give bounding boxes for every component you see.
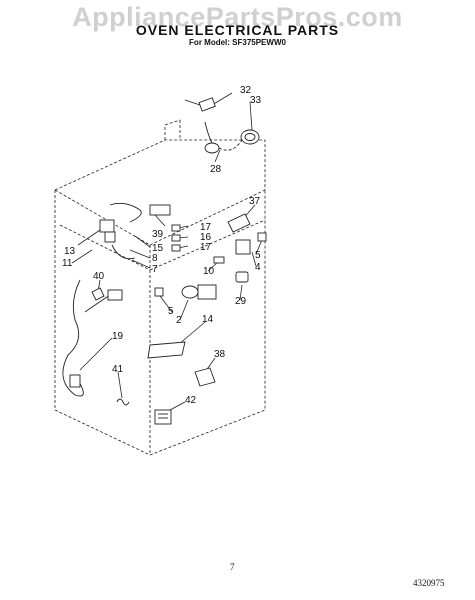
callout-10: 10 — [203, 266, 215, 277]
callout-17-upper: 17 — [200, 222, 212, 233]
callout-19: 19 — [112, 331, 124, 342]
harness-connector — [107, 289, 123, 301]
part-32-socket — [184, 97, 216, 112]
callout-37: 37 — [249, 196, 261, 207]
page-number: 7 — [230, 562, 235, 572]
part-37-bracket — [227, 213, 251, 233]
callout-8: 8 — [152, 253, 158, 264]
part-10-clip — [213, 256, 225, 264]
callout-32: 32 — [240, 85, 252, 96]
part-2-thermostat — [181, 284, 217, 300]
part-16-terminal — [171, 234, 181, 242]
part-42-relay — [154, 409, 172, 425]
callout-42: 42 — [185, 395, 197, 406]
part-41-clip — [116, 398, 130, 406]
part-17-terminal — [171, 224, 181, 232]
callout-15: 15 — [152, 243, 164, 254]
callout-14: 14 — [202, 314, 214, 325]
callout-16: 16 — [200, 232, 212, 243]
callout-41: 41 — [112, 364, 124, 375]
callout-40: 40 — [93, 271, 105, 282]
watermark: AppliancePartsPros.com — [72, 2, 403, 32]
parts — [62, 97, 267, 425]
part-4-switch — [235, 239, 251, 255]
callout-11: 11 — [62, 258, 73, 269]
model-subtitle: For Model: SF375PEWW0 — [189, 38, 286, 47]
part-28-bulb — [204, 121, 243, 154]
part-38-switch — [194, 367, 216, 387]
document-number: 4320975 — [413, 578, 445, 588]
callout-28: 28 — [210, 164, 222, 175]
callout-17-lower: 17 — [200, 242, 212, 253]
callout-2: 2 — [176, 315, 182, 326]
cabinet-outline — [54, 92, 266, 456]
part-17b-terminal — [171, 244, 181, 252]
callout-33: 33 — [250, 95, 262, 106]
part-5-screw — [257, 232, 267, 242]
callout-5-left: 5 — [168, 306, 174, 317]
part-39-block — [149, 204, 171, 216]
harness-upper — [109, 202, 142, 223]
part-14-sensor — [147, 341, 186, 359]
callout-38: 38 — [214, 349, 226, 360]
part-5b-screw — [154, 287, 164, 297]
callout-39: 39 — [152, 229, 164, 240]
part-13-switch — [99, 219, 115, 233]
part-29-knob — [235, 271, 249, 283]
callout-13: 13 — [64, 246, 76, 257]
part-33-lens-inner — [244, 133, 256, 141]
callout-29: 29 — [235, 296, 247, 307]
callout-7: 7 — [152, 264, 158, 275]
callout-5-right: 5 — [255, 250, 261, 261]
page-title: OVEN ELECTRICAL PARTS — [135, 22, 340, 38]
part-15-switch — [104, 231, 116, 243]
callout-4: 4 — [255, 262, 261, 273]
part-40-clip — [91, 287, 105, 301]
part-11-harness — [62, 279, 84, 397]
harness-plug — [69, 374, 81, 388]
